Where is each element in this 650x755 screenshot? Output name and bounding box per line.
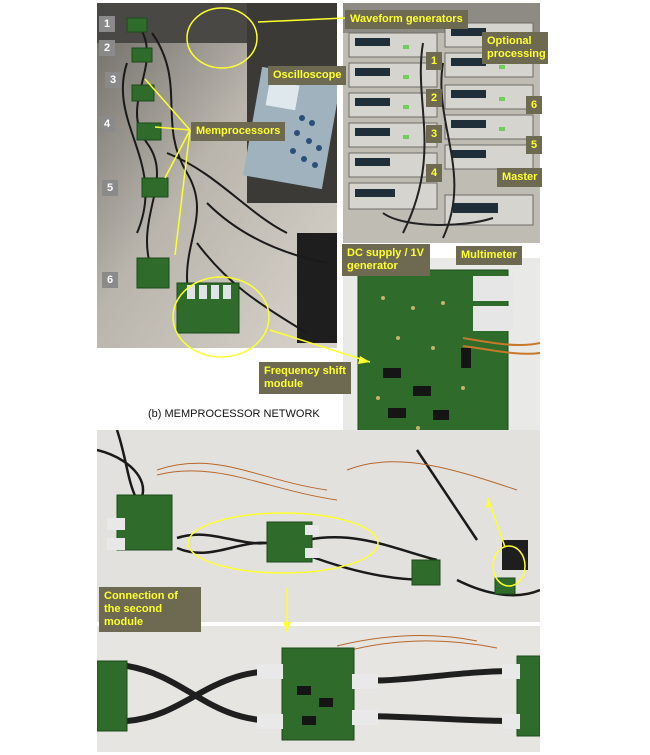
waveform-generators-label: Waveform generators — [345, 10, 468, 29]
multimeter-label: Multimeter — [456, 246, 522, 265]
dc-supply-label: DC supply / 1V generator — [342, 244, 430, 276]
memprocessor-bench-photo — [97, 3, 337, 348]
memprocessors-label: Memprocessors — [191, 122, 286, 141]
second-module-connection-label: Connection of the second module — [99, 587, 201, 632]
generator-number: 2 — [426, 89, 442, 107]
second-module-closeup-photo — [97, 626, 540, 752]
module-number-tag: 6 — [102, 272, 118, 288]
generator-number: 3 — [426, 125, 442, 143]
module-number-tag: 4 — [99, 116, 115, 132]
module-number-tag: 1 — [99, 16, 115, 32]
generator-number: 1 — [426, 52, 442, 70]
master-label: Master — [497, 168, 543, 187]
optional-processing-label: Optional processing — [482, 32, 548, 64]
oscilloscope-label: Oscilloscope — [268, 66, 347, 85]
module-number-tag: 2 — [99, 40, 115, 56]
figure-caption: (b) MEMPROCESSOR NETWORK — [148, 408, 320, 420]
generator-number: 4 — [426, 164, 442, 182]
generator-number: 6 — [526, 96, 542, 114]
module-number-tag: 3 — [105, 72, 121, 88]
frequency-shift-module-label: Frequency shift module — [259, 362, 351, 394]
generator-number: 5 — [526, 136, 542, 154]
module-number-tag: 5 — [102, 180, 118, 196]
